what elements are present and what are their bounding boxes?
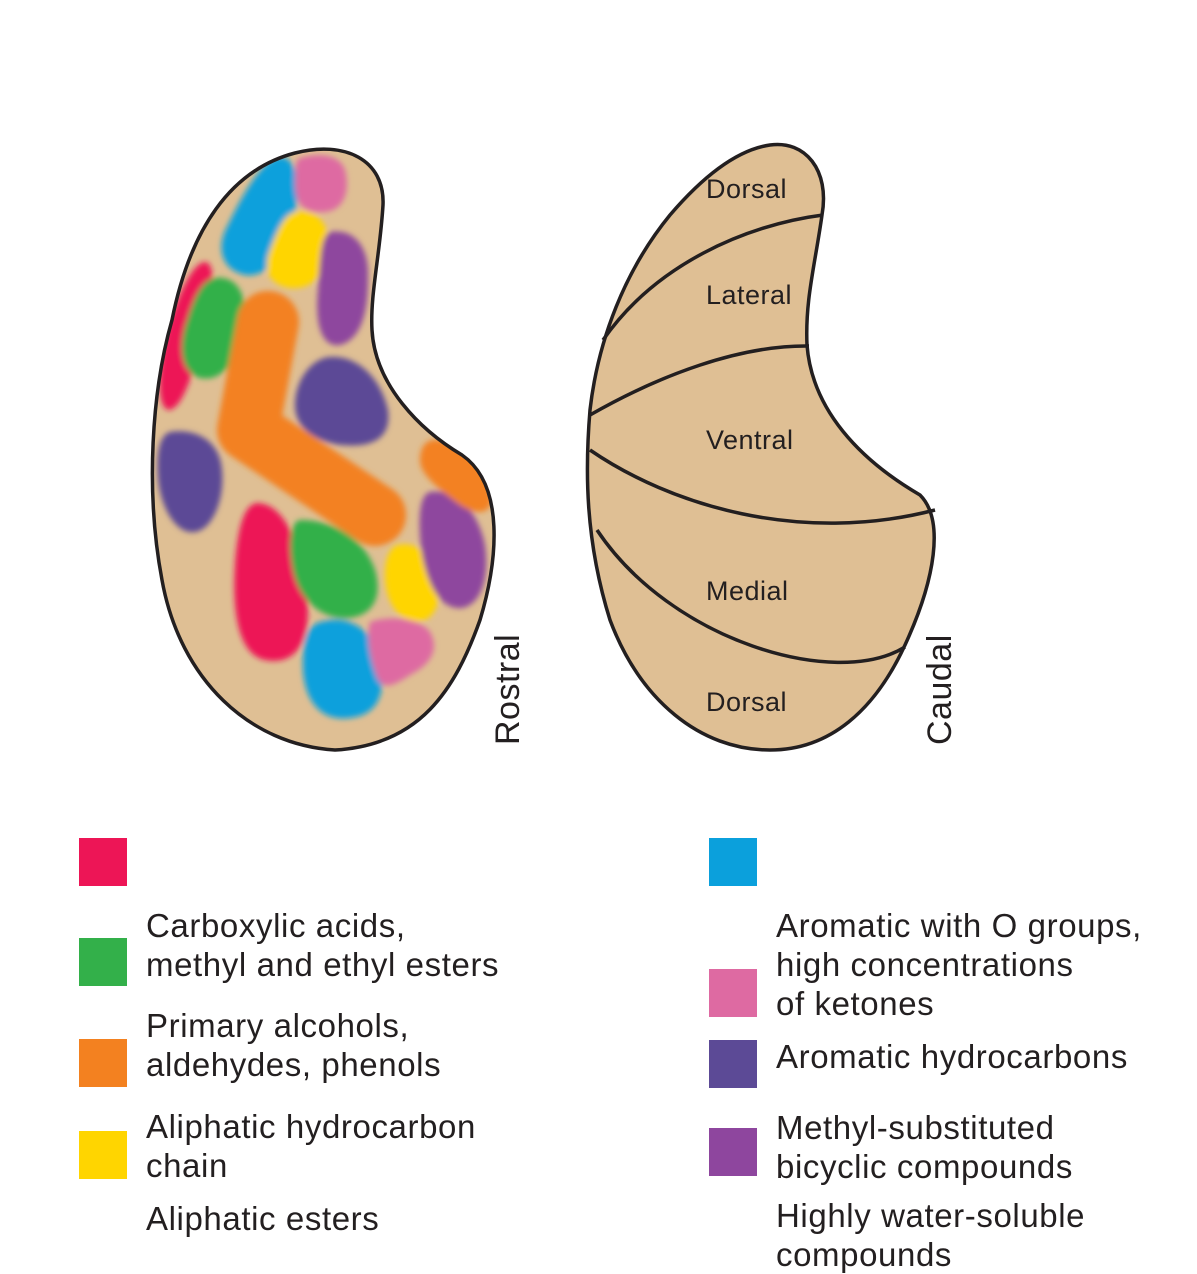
legend-label: Methyl-substituted bicyclic compounds bbox=[776, 1109, 1073, 1185]
legend-item-aliphatic-esters: Aliphatic esters bbox=[79, 1121, 599, 1238]
legend-item-aromatic-hydrocarbons: Aromatic hydrocarbons bbox=[709, 959, 1197, 1075]
green-patch-bottom bbox=[290, 520, 378, 619]
blue-patch-bottom bbox=[302, 619, 383, 719]
orange-swatch bbox=[79, 1039, 127, 1087]
legend-label: Carboxylic acids, methyl and ethyl ester… bbox=[146, 907, 500, 983]
pink-patch-bottom bbox=[368, 618, 434, 686]
region-label-dorsal-bottom: Dorsal bbox=[706, 687, 787, 717]
left-bulb: Rostral bbox=[150, 147, 527, 752]
orange-patch-right bbox=[420, 439, 492, 512]
red-patch-bottom bbox=[234, 503, 308, 661]
legend-item-carboxylic-acids: Carboxylic acids, methyl and ethyl ester… bbox=[79, 828, 599, 983]
pink-swatch bbox=[709, 969, 757, 1017]
indigo-swatch bbox=[709, 1040, 757, 1088]
left-bulb-outline bbox=[150, 147, 496, 752]
legend-label: Highly water-soluble compounds bbox=[776, 1197, 1086, 1273]
legend-label: Aromatic with O groups, high concentrati… bbox=[776, 907, 1142, 1022]
caudal-label: Caudal bbox=[921, 634, 959, 745]
blue-swatch bbox=[709, 838, 757, 886]
red-swatch bbox=[79, 838, 127, 886]
pink-patch-top bbox=[295, 155, 347, 213]
green-swatch bbox=[79, 938, 127, 986]
orange-patch-chain bbox=[217, 291, 406, 546]
indigo-patch-center bbox=[295, 356, 389, 446]
purple-patch-top bbox=[317, 231, 369, 346]
boundary-ventral-medial bbox=[589, 448, 936, 525]
legend-label: Primary alcohols, aldehydes, phenols bbox=[146, 1007, 442, 1083]
legend-item-aliphatic-hydrocarbon: Aliphatic hydrocarbon chain bbox=[79, 1029, 599, 1184]
region-label-lateral: Lateral bbox=[706, 280, 792, 310]
legend-label: Aromatic hydrocarbons bbox=[776, 1038, 1128, 1075]
legend-label: Aliphatic hydrocarbon chain bbox=[146, 1108, 476, 1184]
legend-label: Aliphatic esters bbox=[146, 1200, 380, 1237]
legend-left-column: Carboxylic acids, methyl and ethyl ester… bbox=[79, 828, 599, 1238]
yellow-swatch bbox=[79, 1131, 127, 1179]
legend-item-water-soluble: Highly water-soluble compounds bbox=[709, 1118, 1197, 1274]
boundary-dorsal-lateral bbox=[601, 213, 824, 341]
legend-item-primary-alcohols: Primary alcohols, aldehydes, phenols bbox=[79, 928, 599, 1083]
boundary-lateral-ventral bbox=[589, 344, 810, 417]
right-bulb: Dorsal Lateral Ventral Medial Dorsal Cau… bbox=[585, 142, 959, 752]
purple-patch-right bbox=[419, 491, 487, 609]
boundary-medial-dorsal bbox=[595, 529, 906, 665]
indigo-patch-left bbox=[157, 431, 223, 533]
legend-item-methyl-substituted: Methyl-substituted bicyclic compounds bbox=[709, 1030, 1197, 1185]
green-patch-top bbox=[182, 277, 246, 379]
yellow-patch-top bbox=[266, 211, 329, 289]
olfactory-bulb-diagram: Rostral Dorsal Lateral Ventral Medial Do… bbox=[150, 142, 959, 752]
region-label-ventral: Ventral bbox=[706, 425, 794, 455]
right-bulb-fill bbox=[585, 142, 936, 752]
legend-item-aromatic-o-groups: Aromatic with O groups, high concentrati… bbox=[709, 828, 1197, 1022]
purple-swatch bbox=[709, 1128, 757, 1176]
legend-right-column: Aromatic with O groups, high concentrati… bbox=[709, 828, 1197, 1274]
region-label-dorsal-top: Dorsal bbox=[706, 174, 787, 204]
rostral-label: Rostral bbox=[489, 634, 527, 745]
region-label-medial: Medial bbox=[706, 576, 789, 606]
